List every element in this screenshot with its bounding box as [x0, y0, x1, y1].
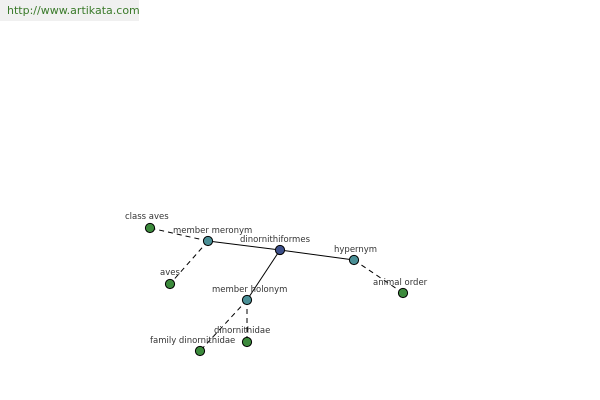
edge-member-meronym-to-class-aves: [149, 227, 209, 242]
edge-hypernym-to-animal-order: [353, 259, 404, 294]
node-label-family-dinornithidae[interactable]: family dinornithidae: [150, 336, 235, 346]
node-label-dinornithiformes[interactable]: dinornithiformes: [240, 235, 311, 245]
node-dot-hypernym[interactable]: [348, 254, 360, 266]
node-member-meronym[interactable]: member meronym: [173, 226, 252, 247]
node-dot-class-aves[interactable]: [144, 222, 156, 234]
node-dinornithiformes[interactable]: dinornithiformes: [240, 235, 311, 256]
node-family-dinornithidae[interactable]: family dinornithidae: [150, 336, 235, 357]
node-class-aves[interactable]: class aves: [125, 212, 169, 234]
node-label-dinornithidae[interactable]: dinornithidae: [214, 326, 270, 336]
source-url-link[interactable]: http://www.artikata.com: [0, 0, 140, 21]
node-animal-order[interactable]: animal order: [373, 278, 428, 299]
node-label-animal-order[interactable]: animal order: [373, 278, 428, 288]
edges-layer: [149, 227, 404, 352]
node-dot-dinornithidae[interactable]: [241, 336, 253, 348]
node-dot-aves[interactable]: [164, 278, 176, 290]
node-dot-dinornithiformes[interactable]: [274, 244, 286, 256]
node-member-holonym[interactable]: member holonym: [212, 285, 287, 306]
node-dot-member-holonym[interactable]: [241, 294, 253, 306]
node-dinornithidae[interactable]: dinornithidae: [214, 326, 270, 348]
node-dot-family-dinornithidae[interactable]: [194, 345, 206, 357]
edge-dinornithiformes-to-member-meronym: [207, 240, 281, 251]
edge-member-meronym-to-aves: [169, 240, 209, 285]
node-label-member-holonym[interactable]: member holonym: [212, 285, 287, 295]
edge-dinornithiformes-to-member-holonym: [246, 249, 281, 301]
node-aves[interactable]: aves: [160, 268, 180, 290]
edge-member-holonym-to-family-dinornithidae: [199, 299, 248, 352]
node-label-aves[interactable]: aves: [160, 268, 180, 278]
node-label-member-meronym[interactable]: member meronym: [173, 226, 252, 236]
node-dot-member-meronym[interactable]: [202, 235, 214, 247]
node-dot-animal-order[interactable]: [397, 287, 409, 299]
node-label-class-aves[interactable]: class aves: [125, 212, 169, 222]
node-label-hypernym[interactable]: hypernym: [334, 245, 377, 255]
node-hypernym[interactable]: hypernym: [334, 245, 377, 266]
edge-dinornithiformes-to-hypernym: [279, 249, 355, 261]
